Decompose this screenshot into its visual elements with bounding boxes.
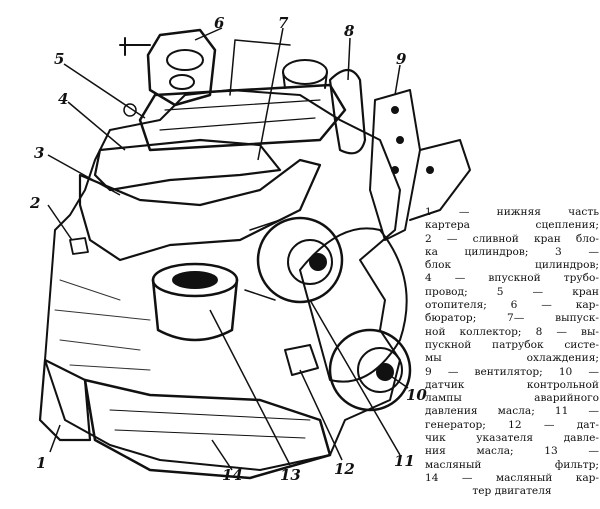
- exhaust-manifold: [78, 158, 322, 262]
- callout-13: 13: [280, 466, 301, 484]
- legend-line: картера сцепления;: [425, 219, 599, 232]
- callout-11: 11: [394, 452, 415, 470]
- legend-line: мы охлаждения;: [425, 352, 599, 365]
- legend-line: генератор; 12 — дат-: [425, 418, 599, 431]
- legend-line: чик указателя давле-: [425, 432, 599, 445]
- callout-1: 1: [36, 454, 46, 472]
- legend-line: бюратор; 7— выпуск-: [425, 312, 599, 325]
- fan-blade: [369, 89, 421, 241]
- oil-filler-cap: [282, 59, 328, 85]
- legend-line: провод; 5 — кран: [425, 285, 599, 298]
- clutch-housing: [38, 358, 92, 442]
- legend-line: 2 — сливной кран бло-: [425, 232, 599, 245]
- callout-4: 4: [58, 90, 68, 108]
- callout-6: 6: [214, 14, 225, 32]
- callout-9: 9: [396, 50, 407, 68]
- legend-line: ка цилиндров; 3 —: [425, 245, 599, 258]
- legend-line: масляный фильтр;: [425, 458, 599, 471]
- legend-line: тер двигателя: [472, 485, 552, 498]
- generator: [256, 216, 344, 304]
- legend-line: отопителя; 6 — кар-: [425, 299, 599, 312]
- intake-manifold: [93, 138, 282, 192]
- callout-5: 5: [54, 50, 64, 68]
- callout-8: 8: [344, 22, 355, 40]
- oil-pan: [83, 378, 332, 480]
- callout-7: 7: [278, 14, 289, 32]
- legend-line: давления масла; 11 —: [425, 405, 599, 418]
- legend-line: блок цилиндров;: [425, 259, 599, 272]
- oil-filter-body: [151, 278, 239, 342]
- callout-12: 12: [334, 460, 355, 478]
- legend-line: пускной патрубок систе-: [425, 338, 599, 351]
- legend-line: 4 — впускной трубо-: [425, 272, 599, 285]
- coolant-outlet: [328, 68, 367, 155]
- parts-legend: 1 — нижняя часть картера сцепления; 2 — …: [425, 206, 599, 499]
- oil-pressure-sender: [284, 344, 319, 376]
- legend-line: лампы аварийного: [425, 392, 599, 405]
- legend-line: ной коллектор; 8 — вы-: [425, 325, 599, 338]
- engine-block-outline: [44, 89, 401, 471]
- callout-10: 10: [406, 386, 427, 404]
- carburetor: [146, 28, 217, 107]
- legend-line: 14 — масляный кар-: [425, 471, 599, 484]
- legend-line: ния масла; 13 —: [425, 445, 599, 458]
- callout-2: 2: [29, 194, 40, 212]
- callout-14: 14: [222, 466, 243, 484]
- fan-belt: [299, 227, 408, 383]
- legend-line: 9 — вентилятор; 10 —: [425, 365, 599, 378]
- callout-3: 3: [34, 144, 44, 162]
- legend-line: датчик контрольной: [425, 378, 599, 391]
- drain-cock: [69, 237, 89, 255]
- crank-pulley: [328, 328, 412, 412]
- legend-line: 1 — нижняя часть: [425, 206, 599, 218]
